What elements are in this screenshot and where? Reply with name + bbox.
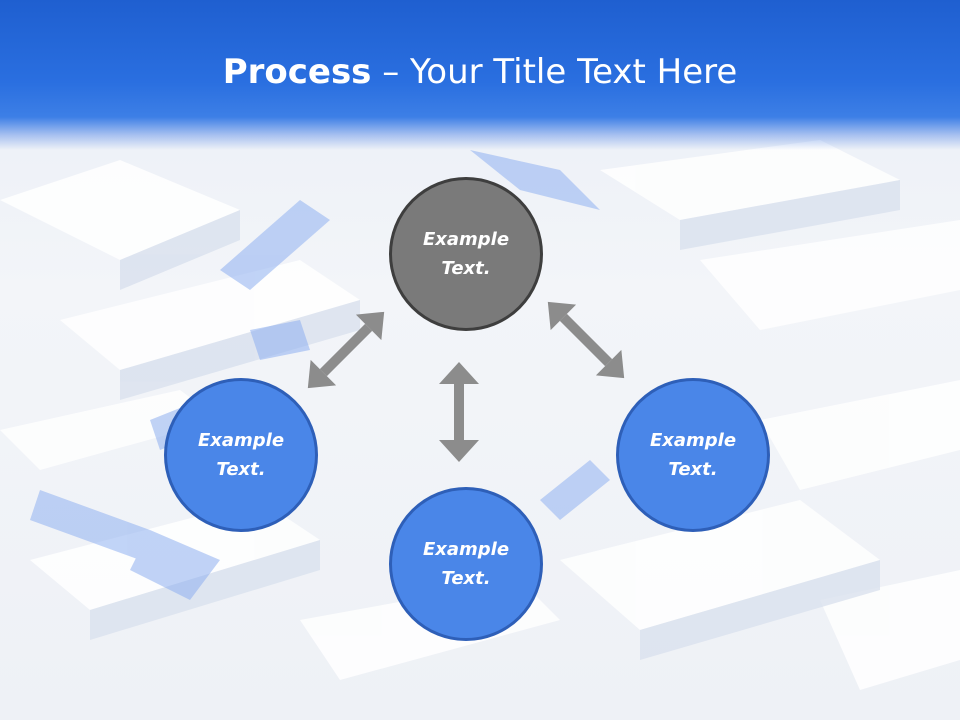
arrow-top-left — [307, 311, 385, 389]
node-top-line1: Example — [422, 229, 510, 250]
node-left-line1: Example — [197, 430, 285, 451]
slide-title: Process – Your Title Text Here — [0, 52, 960, 92]
arrow-vertical — [439, 362, 479, 462]
node-bottom-line2: Text. — [441, 568, 491, 589]
node-bottom-line1: Example — [422, 539, 510, 560]
node-right-line1: Example — [649, 430, 737, 451]
arrow-top-right — [547, 301, 625, 379]
title-rest: – Your Title Text Here — [371, 52, 738, 92]
title-bar — [0, 0, 960, 150]
node-right-line2: Text. — [668, 459, 718, 480]
title-bold: Process — [222, 52, 372, 92]
node-left-line2: Text. — [216, 459, 266, 480]
node-top-line2: Text. — [441, 258, 491, 279]
